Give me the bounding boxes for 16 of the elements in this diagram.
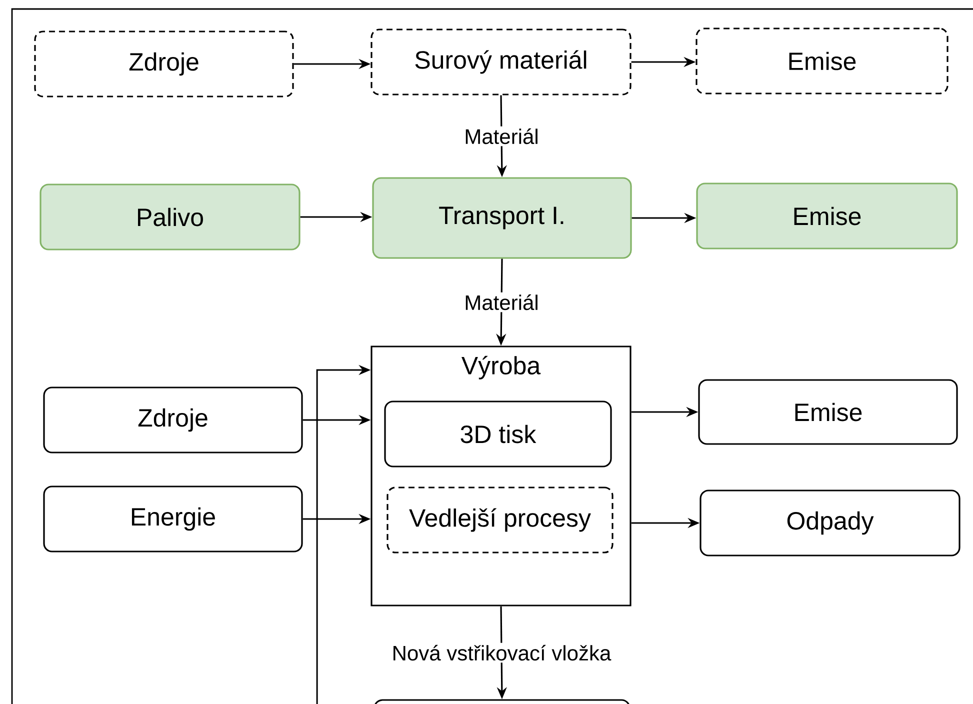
edge-label: Nová vstřikovací vložka bbox=[390, 642, 614, 663]
process-box: Emise bbox=[696, 28, 948, 94]
process-box bbox=[374, 699, 630, 704]
process-box: Energie bbox=[43, 486, 303, 552]
process-box: Zdroje bbox=[34, 30, 294, 98]
process-box: Vedlejší procesy bbox=[386, 486, 614, 554]
process-box: 3D tisk bbox=[384, 400, 612, 468]
process-box: Emise bbox=[696, 182, 958, 250]
process-box: Surový materiál bbox=[370, 28, 632, 96]
process-box: Odpady bbox=[700, 490, 960, 556]
process-box: Emise bbox=[698, 379, 958, 445]
process-box: Palivo bbox=[40, 184, 300, 250]
process-box: Zdroje bbox=[43, 386, 303, 454]
edge-label: Materiál bbox=[462, 292, 541, 312]
process-box: Transport I. bbox=[372, 177, 632, 259]
edge-label: Materiál bbox=[462, 126, 541, 146]
